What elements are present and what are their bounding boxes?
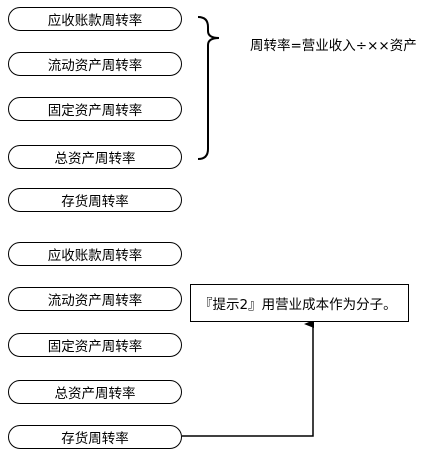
- pill-fixed-assets-turnover: 固定资产周转率: [8, 97, 182, 121]
- pill-current-assets-turnover-2: 流动资产周转率: [8, 287, 182, 311]
- pill-fixed-assets-turnover-2: 固定资产周转率: [8, 333, 182, 357]
- pill-inventory-turnover: 存货周转率: [8, 188, 182, 212]
- pill-current-assets-turnover: 流动资产周转率: [8, 52, 182, 76]
- turnover-formula: 周转率=营业收入÷××资产: [250, 38, 417, 54]
- pill-accounts-receivable-turnover: 应收账款周转率: [8, 7, 182, 31]
- hint-box: 『提示2』用营业成本作为分子。: [190, 284, 409, 322]
- curly-brace: [197, 16, 220, 160]
- hint-text: 『提示2』用营业成本作为分子。: [199, 297, 397, 313]
- pill-total-assets-turnover-2: 总资产周转率: [8, 380, 182, 404]
- pill-total-assets-turnover: 总资产周转率: [8, 145, 182, 169]
- hint-arrow: [182, 320, 314, 437]
- pill-inventory-turnover-2: 存货周转率: [8, 425, 182, 449]
- pill-accounts-receivable-turnover-2: 应收账款周转率: [8, 242, 182, 266]
